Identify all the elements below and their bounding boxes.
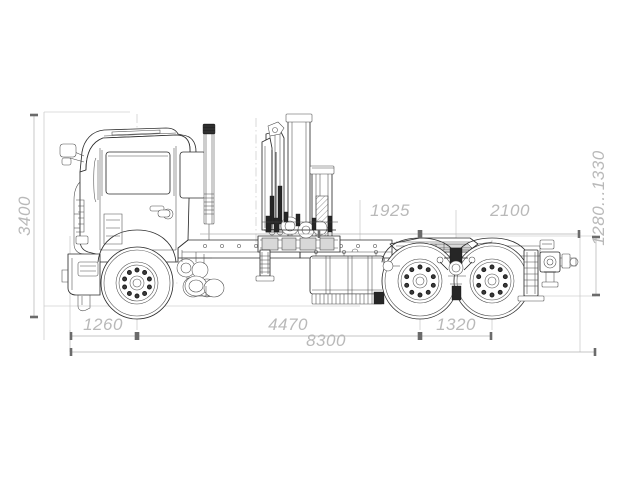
fuel-tank — [309, 248, 385, 305]
rear-forward-bolts — [404, 264, 436, 298]
dimension-fifth-wheel-height: 1280...1330 — [589, 150, 608, 297]
outrigger — [255, 249, 275, 282]
crane-hydraulics — [309, 165, 335, 243]
rear-wheel-aft — [453, 242, 531, 320]
tow-hook — [77, 295, 91, 312]
dimension-wheelbase: 4470 — [136, 315, 421, 340]
rear-lamp — [539, 239, 555, 250]
dimension-label-2100: 2100 — [489, 201, 530, 220]
battery-box-step — [311, 293, 383, 305]
truck-side-elevation — [59, 113, 579, 320]
dimension-fifthwheel-to-rear: 2100 — [419, 201, 581, 238]
bumper-headlight — [77, 261, 99, 277]
front-bumper — [61, 253, 101, 312]
side-mirror — [59, 143, 85, 166]
dimension-front-overhang: 1260 — [69, 315, 138, 340]
exhaust-stack — [202, 123, 216, 240]
dimension-crane-to-fifthwheel: 1925 — [200, 201, 421, 238]
crane-base — [257, 235, 341, 253]
dimension-label-3400: 3400 — [15, 196, 34, 236]
rear-wheel-forward — [381, 242, 459, 320]
crane-boom-folded — [261, 121, 285, 236]
quarter-window — [179, 151, 207, 199]
air-tanks — [184, 275, 225, 298]
dimension-label-4470: 4470 — [268, 315, 308, 334]
exhaust-flex — [204, 193, 214, 215]
dimension-label-8300: 8300 — [306, 331, 346, 350]
knuckle-boom-crane — [255, 113, 341, 282]
dimension-label-1320: 1320 — [436, 315, 476, 334]
rear-end-assembly — [517, 239, 579, 302]
rear-aft-bolts — [476, 264, 508, 298]
front-fender — [97, 229, 177, 263]
dimension-label-1280-1330: 1280...1330 — [589, 150, 608, 245]
crane-column — [285, 113, 313, 249]
bogie-suspension — [436, 247, 476, 301]
mudflap — [517, 249, 545, 302]
front-wheel-bolts — [122, 267, 152, 299]
headlight — [75, 235, 89, 245]
dimension-label-1925: 1925 — [370, 201, 410, 220]
rear-bogie — [381, 237, 531, 320]
dimension-height-overall: 3400 — [15, 113, 38, 319]
rear-tow-hitch — [539, 251, 579, 288]
door-window — [105, 151, 171, 195]
front-wheel — [97, 229, 177, 320]
dimension-length-overall: 8300 — [69, 331, 597, 356]
cab — [59, 127, 207, 263]
dimension-bogie-spread: 1320 — [419, 315, 493, 340]
dimension-label-1260: 1260 — [83, 315, 123, 334]
